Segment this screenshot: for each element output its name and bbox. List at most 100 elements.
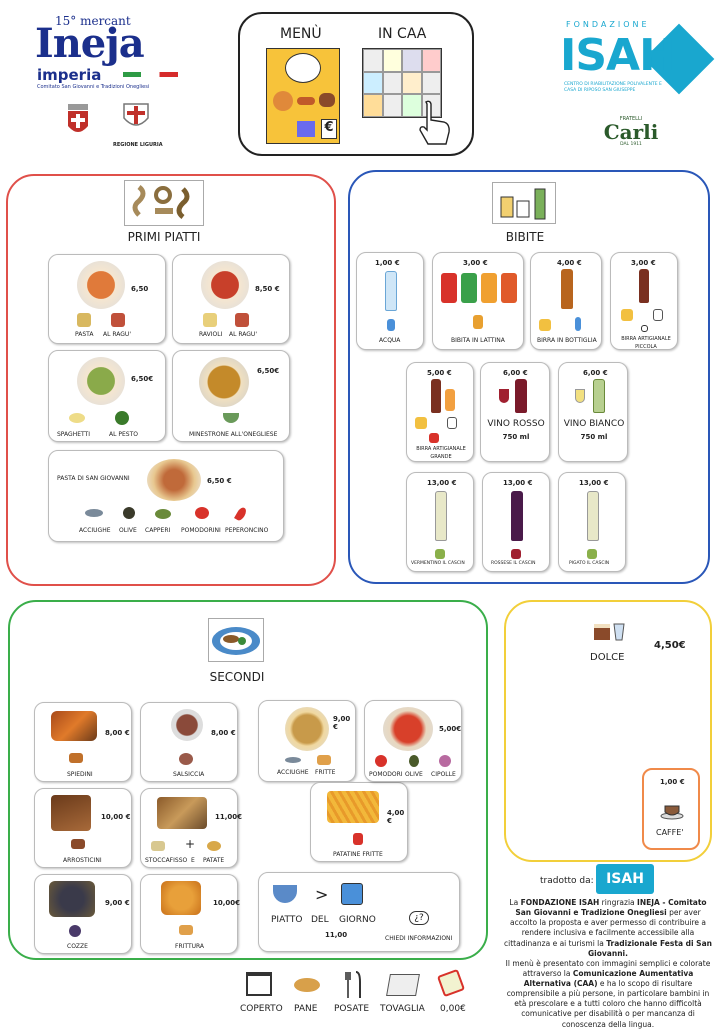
menu-card-birra-bottiglia[interactable]: 4,00 € BIRRA IN BOTTIGLIA — [530, 252, 602, 350]
pesto-icon — [115, 411, 129, 425]
menu-label: MENÙ — [280, 26, 322, 42]
price-label: 8,50 € — [255, 285, 280, 293]
isah-name: ISAH — [560, 30, 676, 81]
regione-liguria-crest-icon — [122, 102, 150, 130]
menu-card-stoccafisso[interactable]: 11,00€ + STOCCAFISSO E PATATE — [140, 788, 242, 868]
arrosticini-dish — [51, 795, 91, 831]
price-label: 13,00 € — [427, 479, 457, 487]
grid-cell — [363, 49, 383, 72]
pizza-icon — [273, 91, 293, 111]
item-label: FRITTURA — [175, 943, 205, 950]
fried-icon — [317, 755, 331, 765]
bibite-section: BIBITE 1,00 € ACQUA 3,00 € BIBITA IN LAT… — [348, 170, 710, 584]
pointing-hand-icon — [418, 100, 452, 146]
skewer-dish — [51, 711, 97, 741]
dessert-icon[interactable] — [592, 618, 626, 642]
dolce-section: DOLCE 4,50€ 1,00 € CAFFE' — [504, 600, 712, 862]
price-label: 4,00 € — [387, 809, 405, 825]
menu-card-pigato[interactable]: 13,00 € PIGATO IL CASCIN — [558, 472, 626, 572]
thanks-note: La FONDAZIONE ISAH ringrazia INEJA - Com… — [502, 898, 714, 1030]
menu-card-contorno[interactable]: 5,00€ POMODORI OLIVE CIPOLLE — [364, 700, 462, 782]
menu-card-birra-artigianale-piccola[interactable]: 3,00 € BIRRA ARTIGIANALE PICCOLA — [610, 252, 678, 350]
ineja-logo: 15° mercant Ineja imperia Comitato San G… — [35, 14, 185, 92]
chili-pepper-icon — [234, 505, 248, 523]
menu-card-rossese[interactable]: 13,00 € ROSSESE IL CASCIN — [482, 472, 550, 572]
frittura-dish — [161, 881, 201, 915]
menu-card-vino-bianco[interactable]: 6,00 € VINO BIANCO 750 ml — [558, 362, 628, 462]
grid-cell — [382, 94, 402, 117]
item-label: E — [191, 857, 195, 864]
bottle-size: 750 ml — [502, 433, 530, 441]
menu-card-minestrone[interactable]: 6,50€ MINESTRONE ALL'ONEGLIESE — [172, 350, 290, 442]
item-label: PATATE — [203, 857, 225, 864]
beer-glass-icon — [445, 389, 455, 411]
pasta-icon — [77, 313, 91, 327]
dolce-price: 4,50€ — [654, 640, 686, 651]
item-label: OLIVE — [405, 771, 423, 778]
menu-card-salsiccia[interactable]: 8,00 € SALSICCIA — [140, 702, 238, 782]
price-label: 1,00 € — [375, 259, 400, 267]
grid-cell — [363, 94, 383, 117]
item-label: BIRRA IN BOTTIGLIA — [537, 337, 597, 344]
menu-card-arrosticini[interactable]: 10,00 € ARROSTICINI — [34, 788, 132, 868]
menu-card-piatto-del-giorno[interactable]: > PIATTO DEL GIORNO 11,00 ¿? CHIEDI INFO… — [258, 872, 460, 952]
item-label: CIPOLLE — [431, 771, 456, 778]
note-text: per aver accolto la proposta e aver perm… — [504, 908, 706, 948]
can-green-icon — [461, 273, 477, 303]
ineja-subtitle: Comitato San Giovanni e Tradizioni Onegl… — [37, 84, 150, 90]
caffe-label: CAFFE' — [656, 828, 684, 837]
carli-name: Carli — [603, 120, 659, 144]
menu-card-acciughe-fritte[interactable]: 9,00 € ACCIUGHE FRITTE — [258, 700, 356, 782]
secondi-title: SECONDI — [209, 670, 265, 684]
menu-card-birra-artigianale-grande[interactable]: 5,00 € BIRRA ARTIGIANALE GRANDE — [406, 362, 474, 462]
spaghetti-pesto-dish — [77, 357, 125, 405]
menu-card-lattina[interactable]: 3,00 € BIBITA IN LATTINA — [432, 252, 524, 350]
greater-than-icon: > — [315, 885, 329, 904]
menu-card-caffe[interactable]: 1,00 € CAFFE' — [642, 768, 700, 850]
grid-cell — [402, 49, 422, 72]
isah-subtitle: CENTRO DI RIABILITAZIONE POLIVALENTE E C… — [564, 82, 662, 93]
caper-icon — [155, 509, 171, 519]
menu-card-frittura[interactable]: 10,00€ FRITTURA — [140, 874, 240, 954]
menu-card-spaghetti-pesto[interactable]: 6,50€ SPAGHETTI AL PESTO — [48, 350, 166, 442]
sausage-icon — [179, 753, 193, 765]
menu-card-vino-rosso[interactable]: 6,00 € VINO ROSSO 750 ml — [480, 362, 550, 462]
menu-card-patatine-fritte[interactable]: 4,00 € PATATINE FRITTE — [310, 782, 408, 862]
can-red-icon — [441, 273, 457, 303]
craft-beer-bottle-icon — [639, 269, 649, 303]
grid-cell — [421, 49, 441, 72]
menu-card-cozze[interactable]: 9,00 € COZZE — [34, 874, 132, 954]
small-square-icon — [641, 325, 648, 332]
menu-card-pasta-ragu[interactable]: 6,50 PASTA AL RAGU' — [48, 254, 166, 344]
bibite-title: BIBITE — [505, 230, 545, 244]
menu-card-pasta-san-giovanni[interactable]: PASTA DI SAN GIOVANNI 6,50 € ACCIUGHE OL… — [48, 450, 284, 542]
wine-symbol-icon — [587, 549, 597, 559]
wine-symbol-icon — [435, 549, 445, 559]
grid-cell — [363, 71, 383, 95]
price-label: 6,50€ — [131, 375, 154, 383]
item-label: COZZE — [67, 943, 88, 950]
tablecloth-icon — [386, 974, 420, 996]
price-label: 13,00 € — [579, 479, 609, 487]
menu-card-vermentino[interactable]: 13,00 € VERMENTINO IL CASCIN — [406, 472, 474, 572]
anchovy-icon — [285, 757, 301, 763]
ragu-icon — [111, 313, 125, 327]
price-label: 9,00 € — [333, 715, 351, 731]
price-label: 13,00 € — [503, 479, 533, 487]
posate-label: POSATE — [334, 1004, 370, 1014]
menu-card-acqua[interactable]: 1,00 € ACQUA — [356, 252, 424, 350]
fried-icon — [179, 925, 193, 935]
menu-card-ravioli-ragu[interactable]: 8,50 € RAVIOLI AL RAGU' — [172, 254, 290, 344]
big-square-icon — [429, 433, 439, 443]
item-label: BIRRA ARTIGIANALE PICCOLA — [621, 336, 671, 350]
artisan-icon — [447, 417, 457, 429]
beer-mug-icon — [621, 309, 633, 321]
anchovy-icon — [85, 509, 103, 517]
cover-icon — [246, 972, 272, 996]
plate-icon — [208, 618, 264, 662]
carli-logo: FRATELLI Carli DAL 1911 — [596, 116, 666, 156]
hot-dish-icon — [273, 885, 297, 903]
menu-card-spiedini[interactable]: 8,00 € SPIEDINI — [34, 702, 132, 782]
onion-icon — [439, 755, 451, 767]
grid-cell — [382, 49, 402, 72]
